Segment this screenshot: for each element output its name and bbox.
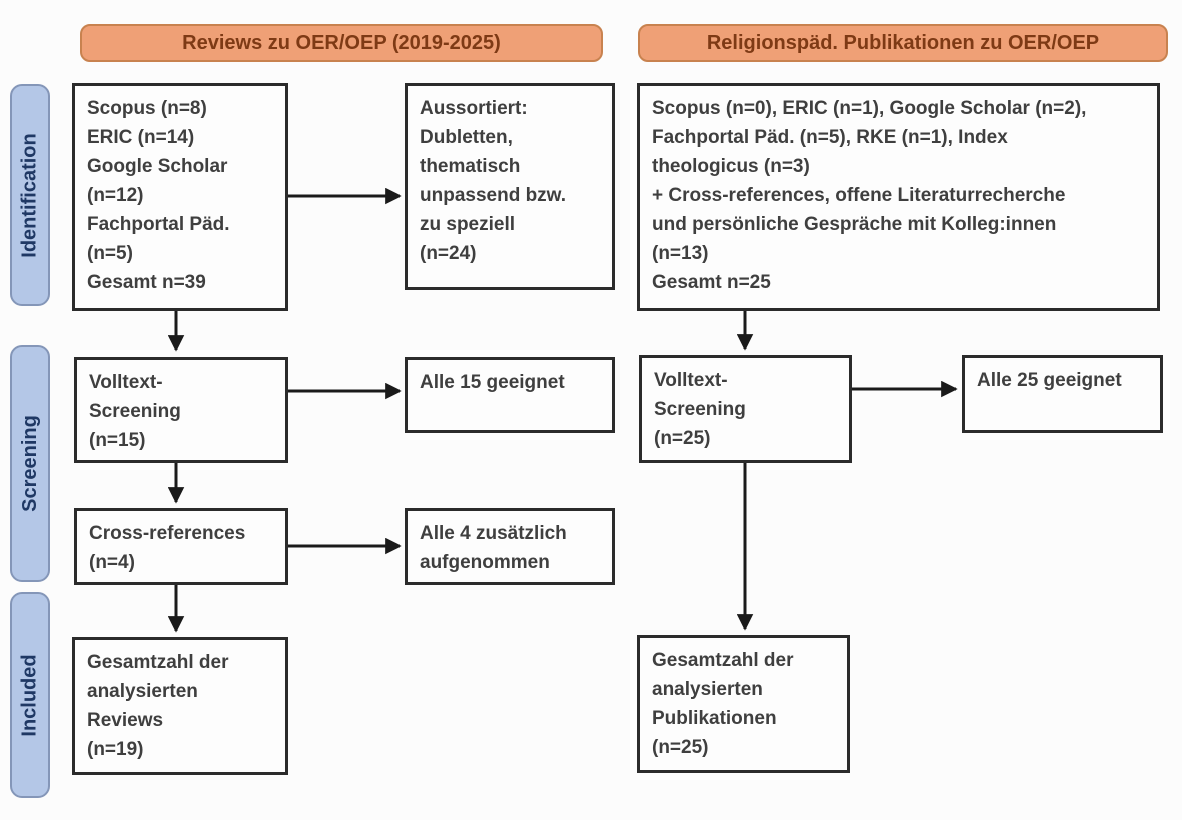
stage-label-included: Included	[10, 592, 50, 798]
node-right-fulltext-screening: Volltext- Screening (n=25)	[639, 355, 852, 463]
node-right-eligible: Alle 25 geeignet	[962, 355, 1163, 433]
node-left-eligible: Alle 15 geeignet	[405, 357, 615, 433]
node-left-sources: Scopus (n=8) ERIC (n=14) Google Scholar …	[72, 83, 288, 311]
node-left-added: Alle 4 zusätzlich aufgenommen	[405, 508, 615, 585]
node-left-crossreferences: Cross-references (n=4)	[74, 508, 288, 585]
node-right-total: Gesamtzahl der analysierten Publikatione…	[637, 635, 850, 773]
column-header-religionspaed: Religionspäd. Publikationen zu OER/OEP	[638, 24, 1168, 62]
node-right-sources: Scopus (n=0), ERIC (n=1), Google Scholar…	[637, 83, 1160, 311]
node-left-total: Gesamtzahl der analysierten Reviews (n=1…	[72, 637, 288, 775]
node-left-fulltext-screening: Volltext- Screening (n=15)	[74, 357, 288, 463]
stage-label-identification-text: Identification	[18, 132, 41, 258]
stage-label-screening-text: Screening	[18, 415, 41, 512]
stage-label-identification: Identification	[10, 84, 50, 306]
node-left-excluded: Aussortiert: Dubletten, thematisch unpas…	[405, 83, 615, 290]
stage-label-screening: Screening	[10, 345, 50, 582]
column-header-reviews: Reviews zu OER/OEP (2019-2025)	[80, 24, 603, 62]
stage-label-included-text: Included	[18, 653, 41, 737]
